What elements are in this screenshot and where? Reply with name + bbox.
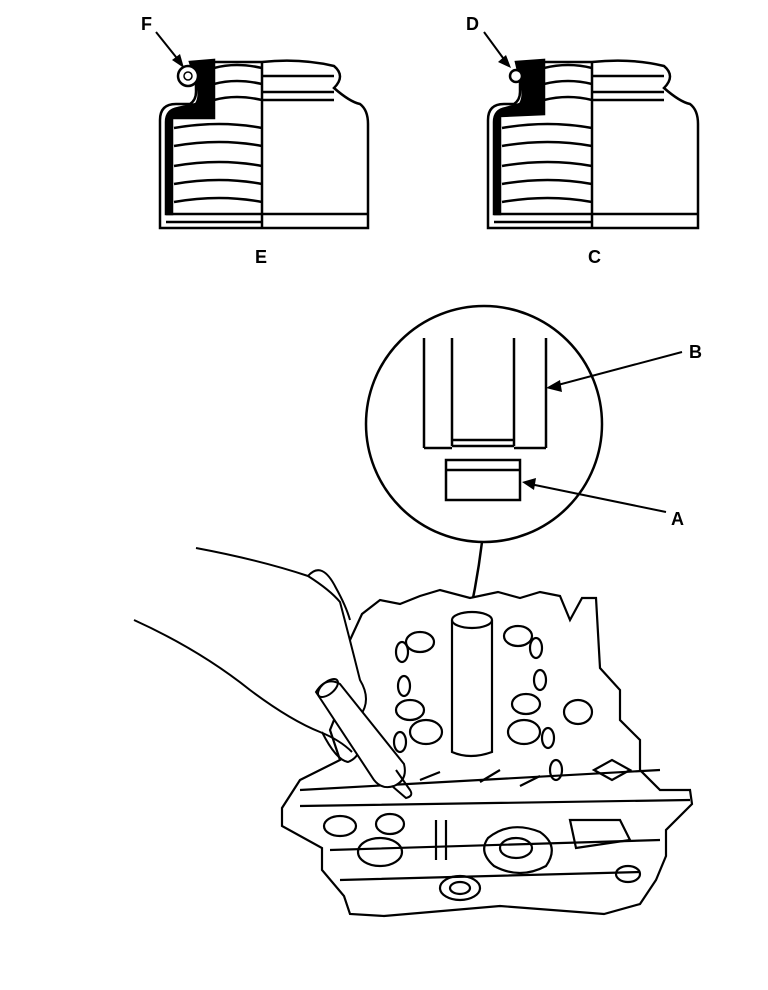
ring-d [508,68,524,84]
label-d: D [466,14,479,34]
valve-seal-c [486,58,700,230]
arrow-f [155,31,184,68]
valve-seal-e [158,58,370,230]
label-b: B [689,342,702,362]
label-c: C [588,247,601,267]
label-e: E [255,247,267,267]
arrow-a [522,478,667,513]
technician-hand [133,547,413,800]
cylinder-head [280,588,694,918]
arrow-d [483,31,511,68]
arrow-b [546,351,683,392]
label-f: F [141,14,152,34]
label-a: A [671,509,684,529]
